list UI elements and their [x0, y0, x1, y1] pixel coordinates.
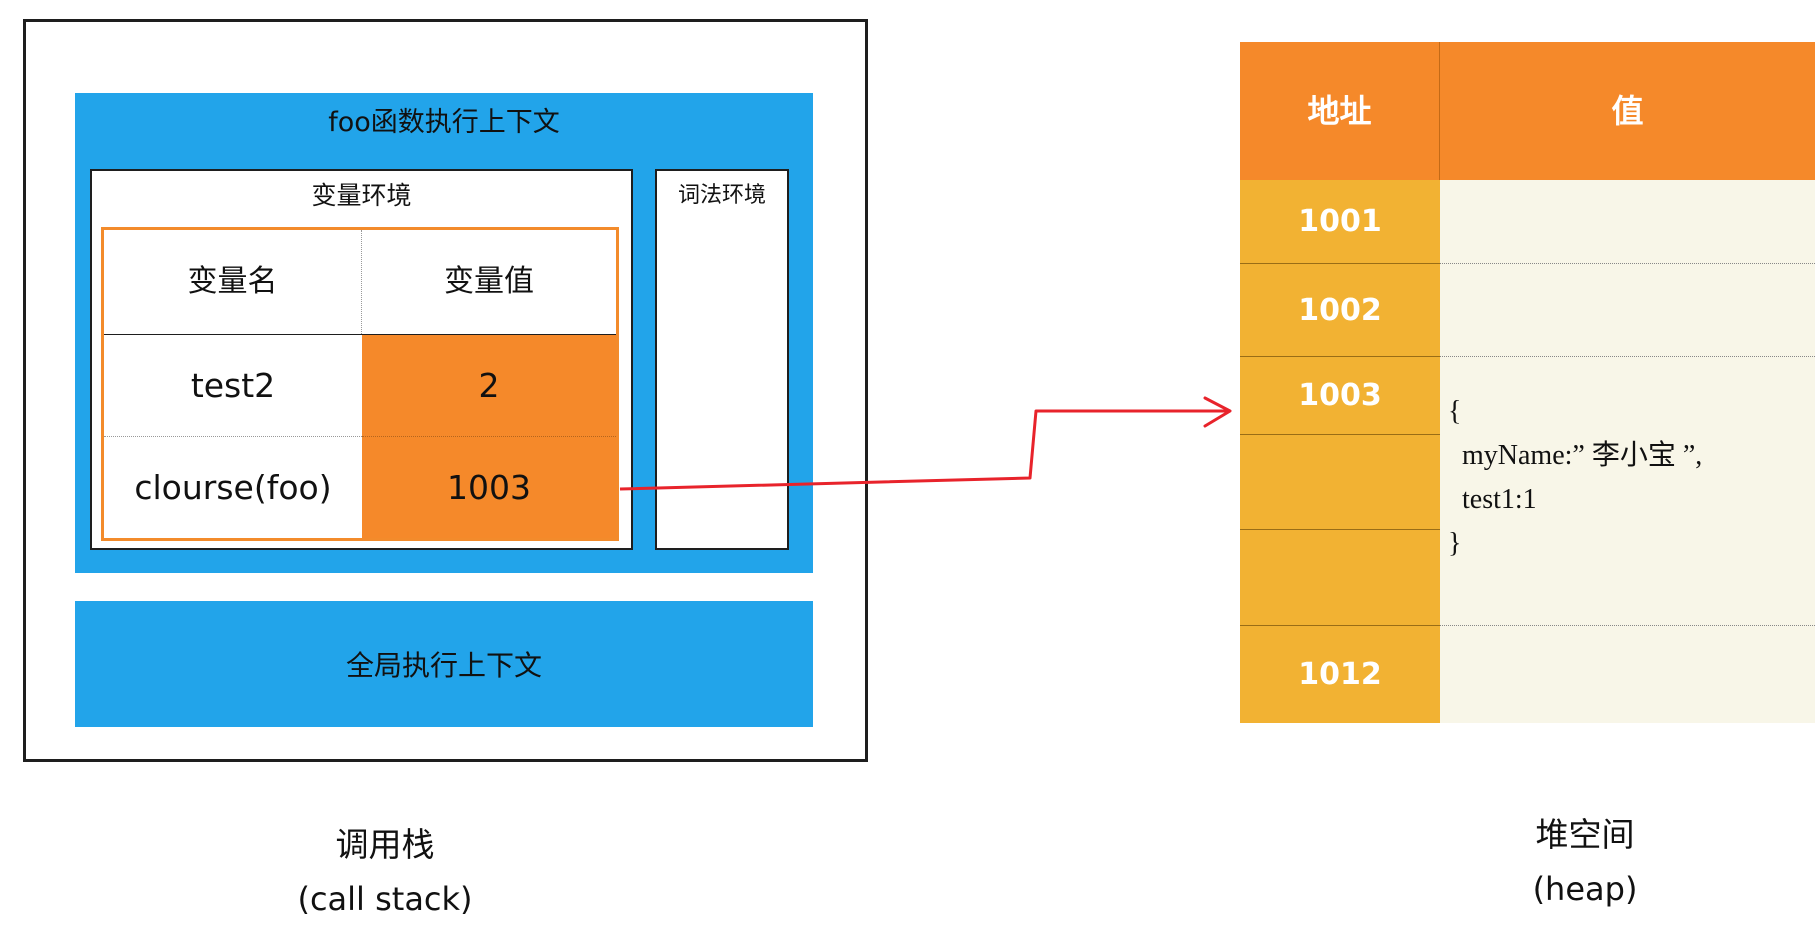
global-context-title: 全局执行上下文	[345, 649, 542, 682]
call-stack-subcaption: (call stack)	[297, 880, 473, 918]
heap-header-value: 值	[1440, 42, 1815, 180]
header-variable-name: 变量名	[104, 230, 362, 334]
lexical-environment-title: 词法环境	[677, 183, 766, 208]
reference-arrow-head-icon	[1203, 396, 1232, 428]
heap-value-cell	[1440, 180, 1815, 264]
heap-value-cell	[1440, 357, 1815, 626]
object-line: }	[1448, 528, 1462, 559]
foo-context-title: foo函数执行上下文	[328, 107, 560, 138]
variable-table: 变量名 变量值 test2 2 clourse(foo) 1003	[101, 227, 619, 541]
heap-table: 地址 值 1001 1002 1003 1012	[1240, 42, 1815, 723]
heap-address-cell: 1003	[1240, 357, 1440, 435]
lexical-environment	[655, 169, 789, 550]
variable-environment-title: 变量环境	[311, 181, 412, 210]
header-variable-value: 变量值	[444, 264, 534, 299]
heap-address-cell	[1240, 435, 1440, 530]
object-line: myName:” 李小宝 ”,	[1448, 440, 1703, 471]
heap-address-cell: 1012	[1240, 626, 1440, 723]
heap-subcaption: (heap)	[1532, 870, 1638, 908]
table-row-value: 2	[362, 335, 616, 437]
heap-caption: 堆空间	[1535, 815, 1635, 854]
heap-header-address: 地址	[1240, 42, 1440, 180]
object-line: test1:1	[1448, 484, 1537, 515]
heap-value-cell	[1440, 264, 1815, 357]
heap-address-cell: 1001	[1240, 180, 1440, 264]
table-row-name: clourse(foo)	[134, 468, 332, 507]
heap-address-cell: 1002	[1240, 264, 1440, 357]
table-row-name: test2	[104, 335, 362, 437]
heap-value-cell	[1440, 626, 1815, 723]
call-stack-caption: 调用栈	[335, 825, 435, 864]
heap-address-cell	[1240, 530, 1440, 626]
table-row-value: 1003	[362, 437, 616, 538]
heap-object-literal: { myName:” 李小宝 ”, test1:1 }	[1448, 390, 1808, 566]
header-divider	[104, 334, 616, 335]
object-line: {	[1448, 396, 1462, 427]
global-execution-context	[75, 601, 813, 727]
